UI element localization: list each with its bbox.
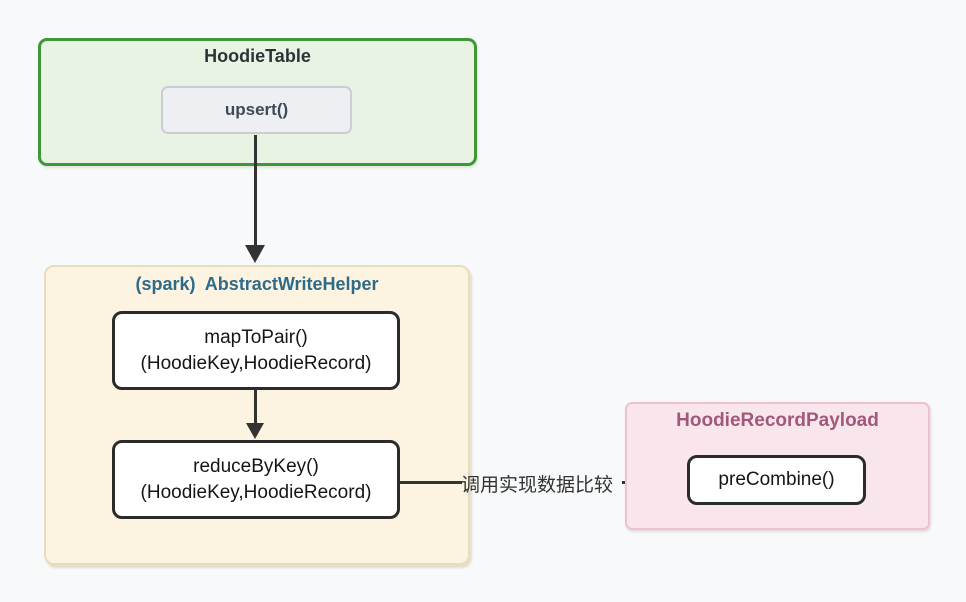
edge-map-to-reduce-line (254, 389, 257, 423)
hoodie-table-container: HoodieTable upsert() (38, 38, 477, 166)
reduce-by-key-label: reduceByKey() (193, 455, 319, 477)
reduce-by-key-node: reduceByKey() (HoodieKey,HoodieRecord) (112, 440, 400, 519)
map-to-pair-node: mapToPair() (HoodieKey,HoodieRecord) (112, 311, 400, 390)
map-to-pair-label: mapToPair() (204, 326, 308, 348)
arrowhead-down-icon (246, 423, 264, 439)
reduce-by-key-signature: (HoodieKey,HoodieRecord) (140, 481, 372, 503)
pre-combine-node: preCombine() (687, 455, 866, 505)
map-to-pair-signature: (HoodieKey,HoodieRecord) (140, 352, 372, 374)
edge-upsert-to-helper-line (254, 135, 257, 245)
edge-reduce-to-precombine-line-left (400, 481, 462, 484)
abstract-write-helper-title: (spark) AbstractWriteHelper (135, 274, 379, 294)
hoodie-record-payload-container: HoodieRecordPayload preCombine() (625, 402, 930, 530)
hoodie-table-title: HoodieTable (204, 46, 311, 66)
hoodie-record-payload-title: HoodieRecordPayload (676, 410, 879, 431)
upsert-method-node: upsert() (161, 86, 352, 134)
edge-reduce-to-precombine-label: 调用实现数据比较 (461, 475, 614, 496)
arrowhead-down-icon (245, 245, 265, 263)
abstract-write-helper-container: (spark) AbstractWriteHelper mapToPair() … (44, 265, 470, 565)
